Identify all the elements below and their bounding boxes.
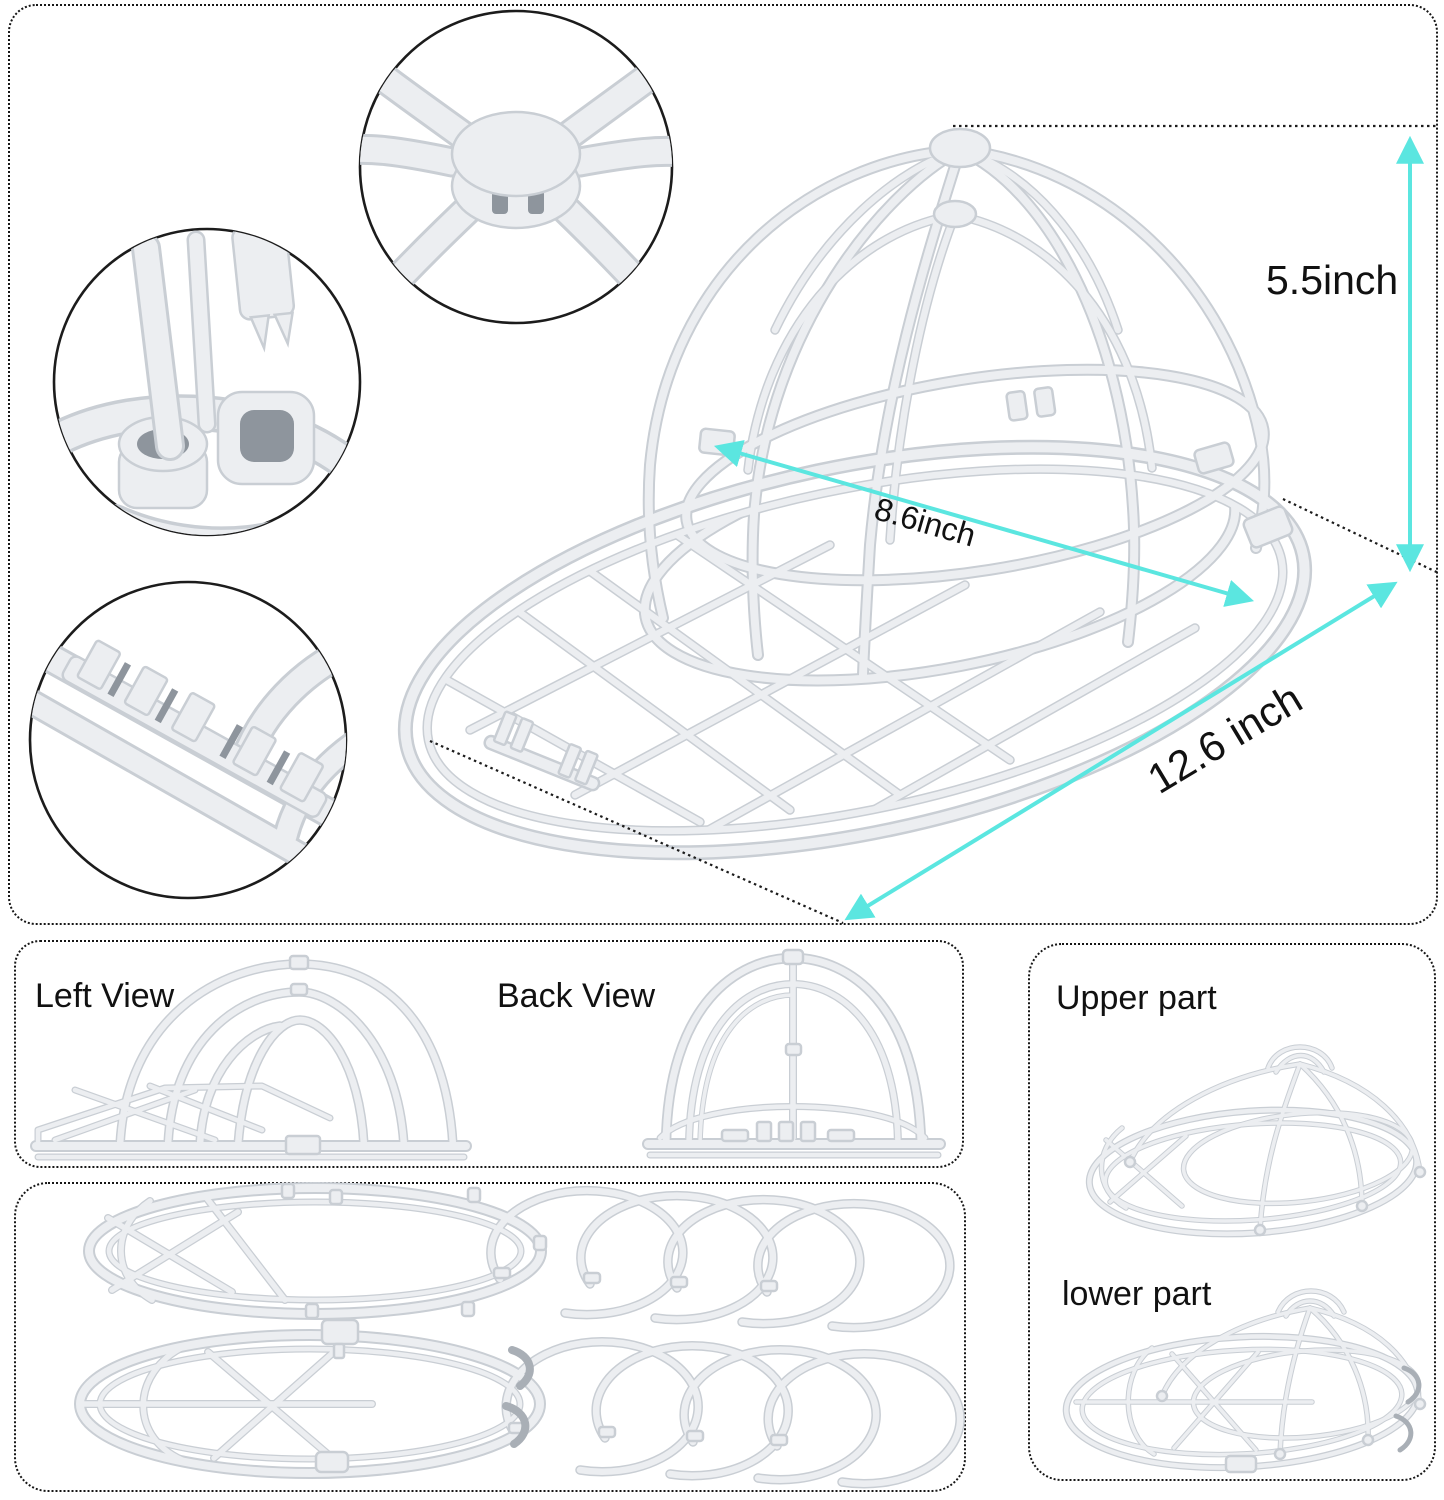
plug-detail <box>231 229 296 353</box>
upper-part-label: Upper part <box>1056 979 1217 1017</box>
side-views-render <box>30 948 946 1161</box>
flat-parts-panel <box>14 1182 966 1492</box>
main-dimension-panel <box>8 4 1438 925</box>
rod-socket-callout <box>52 227 362 537</box>
cap-cage-3d-render <box>28 9 1438 925</box>
back-view-label: Back View <box>497 977 656 1015</box>
dimension-lines <box>429 124 1438 925</box>
upper-part-render <box>1085 1044 1423 1238</box>
length-dimension-arrow <box>844 581 1398 921</box>
flat-parts-connectors <box>280 1182 789 1474</box>
left-view-label: Left View <box>35 977 175 1015</box>
width-dimension-arrow <box>713 440 1255 607</box>
side-views-panel <box>14 940 964 1168</box>
clip-rail-callout <box>28 580 348 900</box>
brim-clip-teeth <box>483 710 601 792</box>
upper-lower-parts-panel <box>1028 943 1436 1481</box>
lower-part-render <box>1062 1288 1423 1472</box>
notched-rail <box>61 639 328 818</box>
height-dimension-label: 5.5inch <box>1266 257 1399 303</box>
hub-connector-callout <box>358 9 674 325</box>
flat-parts-render <box>74 1182 965 1489</box>
upper-lower-parts-render <box>1062 1044 1427 1474</box>
lower-part-label: lower part <box>1062 1275 1212 1313</box>
